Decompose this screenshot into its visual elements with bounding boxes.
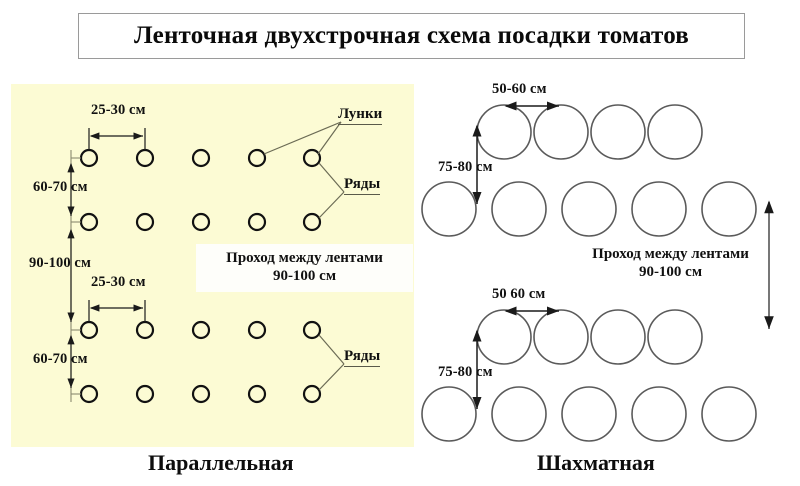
hole-row-4 — [79, 384, 322, 404]
circle-row-4 — [421, 386, 757, 442]
hole-row-1 — [79, 148, 322, 168]
pass-text-line-1: Проход между лентами — [592, 246, 749, 262]
dim-between-rows-top: 60-70 см — [33, 179, 88, 195]
leader-lines-holes — [263, 121, 342, 155]
caption-staggered: Шахматная — [537, 450, 655, 475]
dim-in-row-bottom: 25-30 см — [91, 274, 146, 290]
dim-between-rows-bottom-right: 75-80 см — [438, 364, 493, 380]
page-title: Ленточная двухстрочная схема посадки том… — [133, 22, 689, 49]
dim-in-row-bottom-right: 50 60 см — [492, 286, 546, 302]
callout-rows-bottom: Ряды — [344, 348, 381, 367]
parallel-scheme-graphics — [67, 121, 345, 404]
circle-row-2 — [421, 181, 757, 237]
circle-row-3 — [476, 309, 703, 365]
leader-lines-rows-bottom — [318, 334, 345, 391]
pass-box-line-1: Проход между лентами — [226, 250, 383, 267]
hole-row-2 — [79, 212, 322, 232]
leader-lines-rows-top — [318, 162, 345, 219]
dim-between-rows-bottom: 60-70 см — [33, 351, 88, 367]
pass-text-line-2: 90-100 см — [638, 264, 703, 280]
dimension-arrow-in-row-top — [88, 128, 146, 150]
dim-between-rows-top-right: 75-80 см — [438, 159, 493, 175]
hole-row-3 — [79, 320, 322, 340]
dim-between-bands: 90-100 см — [29, 255, 91, 271]
callout-rows-top: Ряды — [344, 176, 381, 195]
callout-holes: Лунки — [338, 106, 383, 125]
dim-in-row-top-right: 50-60 см — [492, 81, 547, 97]
staggered-scheme-graphics — [421, 101, 774, 442]
diagram-title-box: Ленточная двухстрочная схема посадки том… — [78, 13, 745, 59]
staggered-scheme-panel: 50-60 см 75-80 см 50 60 см 75-80 см — [414, 81, 800, 447]
circle-row-1 — [476, 104, 703, 160]
dim-in-row-top: 25-30 см — [91, 102, 146, 118]
pass-box-line-2: 90-100 см — [272, 268, 337, 284]
caption-parallel: Параллельная — [148, 450, 294, 475]
pass-between-bands-text-right: Проход между лентами 90-100 см — [568, 245, 773, 281]
pass-between-bands-box-left: Проход между лентами 90-100 см — [196, 244, 413, 292]
dimension-arrow-in-row-bottom — [88, 300, 146, 322]
